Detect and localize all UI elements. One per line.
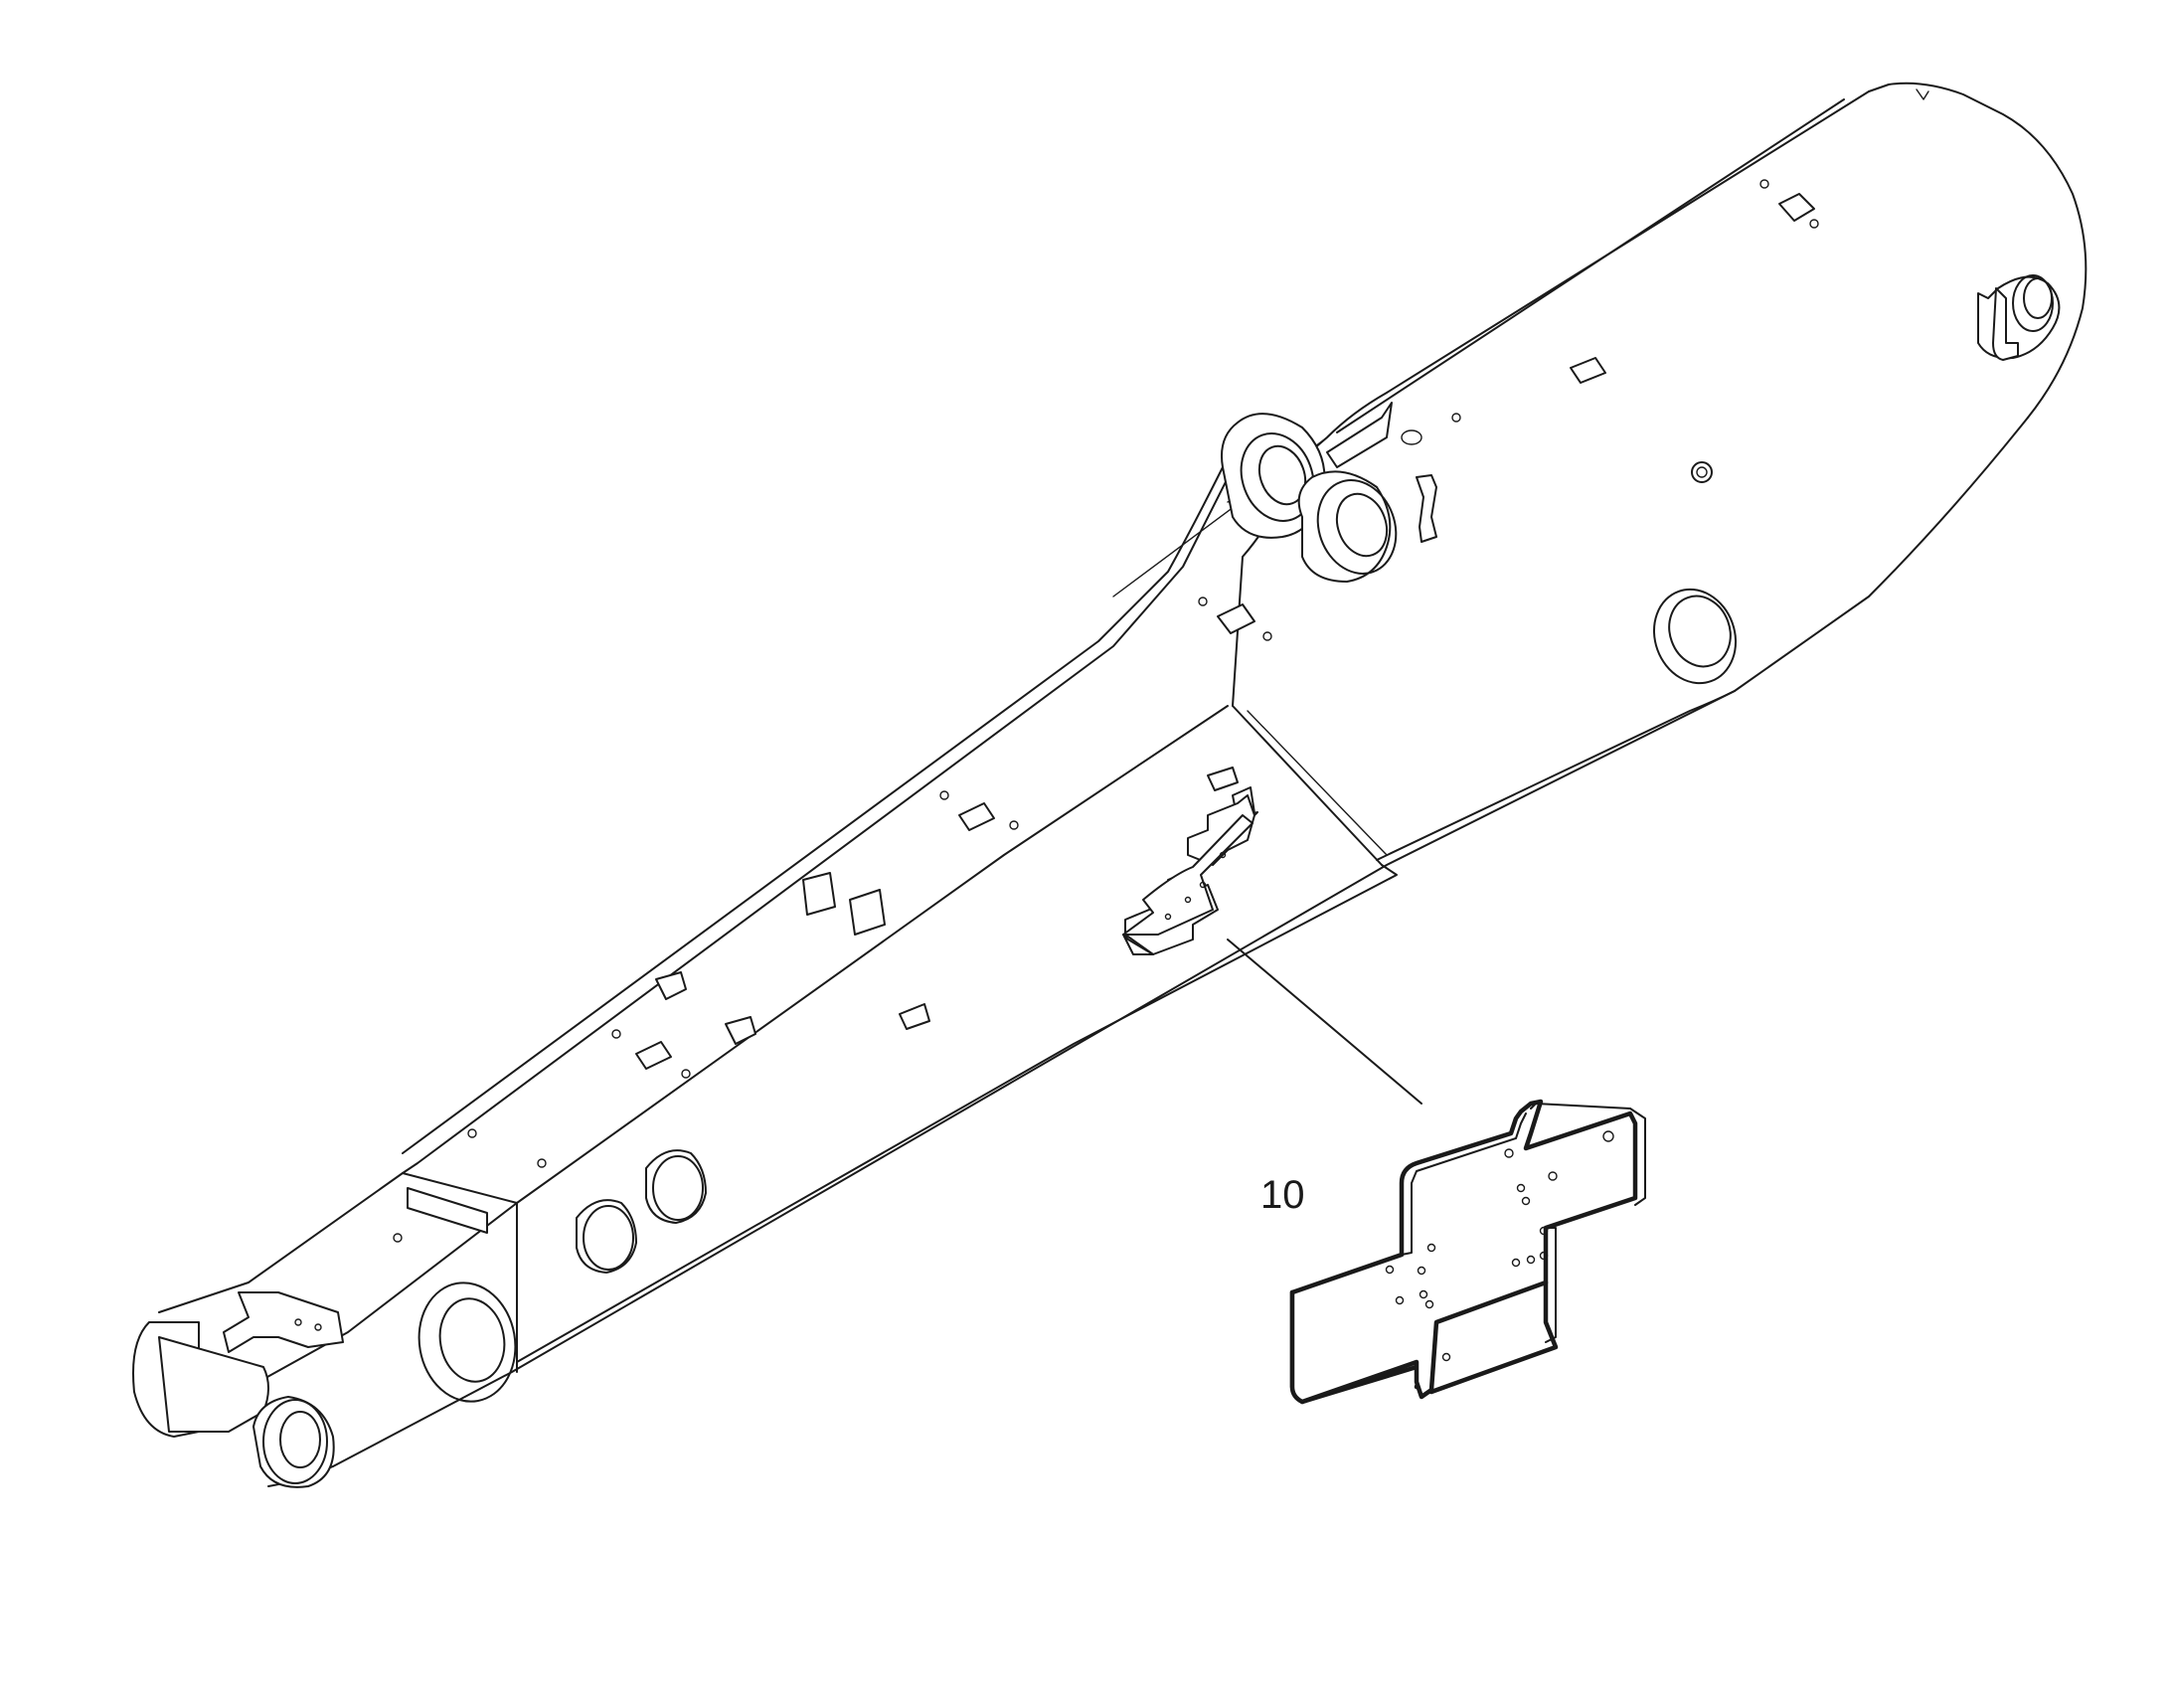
- upper-joint-rings: [1221, 402, 1437, 583]
- item-10-plate-detail[interactable]: [1289, 1099, 1646, 1405]
- boom-arm-body: [158, 82, 2088, 1487]
- side-round-covers: [418, 1149, 707, 1403]
- middle-pin-boss: [1652, 461, 1738, 685]
- boom-tip-lugs: [132, 1187, 488, 1488]
- item-10-installed-plate: [1122, 786, 1258, 955]
- callout-label-10: 10: [1260, 1173, 1305, 1217]
- callout-leader-line: [1227, 939, 1422, 1105]
- boom-foot-lugs: [1916, 88, 2061, 361]
- mounting-pads: [393, 179, 1819, 1243]
